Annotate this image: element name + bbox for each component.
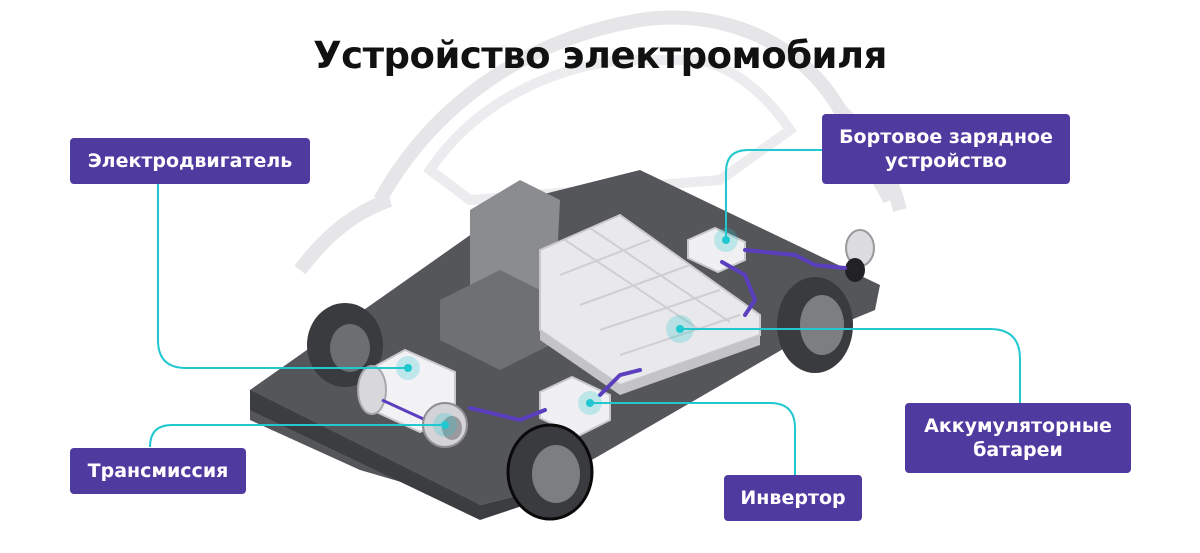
power-cables — [468, 248, 847, 423]
seat — [440, 180, 560, 370]
rear-right-wheel — [777, 277, 853, 373]
label-battery: Аккумуляторные батареи — [905, 403, 1131, 473]
label-charger-line2: устройство — [885, 150, 1007, 172]
label-motor: Электродвигатель — [70, 138, 310, 184]
label-motor-text: Электродвигатель — [87, 150, 293, 172]
battery-pack — [539, 213, 761, 395]
label-inverter: Инвертор — [724, 475, 862, 521]
front-right-wheel — [506, 423, 594, 521]
label-battery-line2: батареи — [973, 439, 1063, 461]
car-window-outline — [423, 55, 797, 206]
inverter-box — [539, 375, 611, 438]
label-inverter-text: Инвертор — [740, 487, 846, 509]
label-charger-line1: Бортовое зарядное — [839, 126, 1053, 148]
label-transmission-text: Трансмиссия — [87, 460, 229, 482]
label-onboard-charger: Бортовое зарядное устройство — [822, 114, 1070, 184]
label-battery-line1: Аккумуляторные — [924, 415, 1112, 437]
charge-port — [845, 229, 875, 282]
highlight-dots — [396, 228, 738, 437]
onboard-charger-box — [687, 226, 746, 274]
front-left-wheel — [307, 303, 383, 387]
diagram-title: Устройство электромобиля — [313, 34, 887, 77]
label-transmission: Трансмиссия — [70, 448, 246, 494]
connector-lines — [149, 149, 1021, 478]
